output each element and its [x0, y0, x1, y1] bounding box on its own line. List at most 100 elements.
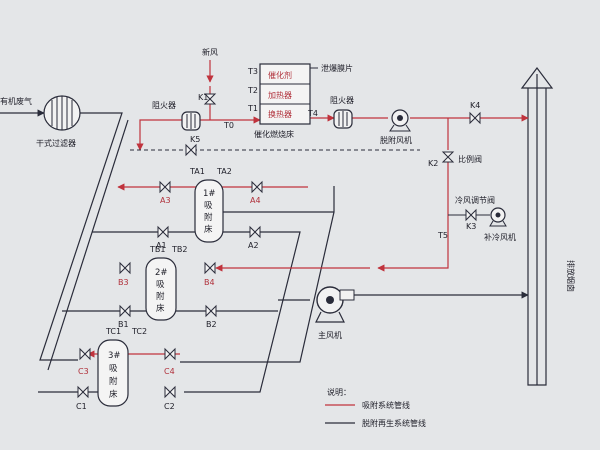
tag-c3: C3	[78, 367, 89, 376]
svg-text:吸: 吸	[109, 364, 118, 374]
label-flame-arrester-left: 阻火器	[152, 101, 176, 110]
tag-k5: K5	[190, 135, 200, 144]
label-stack: 排放烟囱	[566, 260, 576, 292]
valve-c2[interactable]	[164, 385, 176, 399]
tag-ta2: TA2	[216, 167, 232, 176]
label-heater: 加热器	[268, 90, 292, 100]
adsorption-pipes	[0, 67, 554, 424]
valve-k1[interactable]	[203, 93, 217, 105]
tag-a1: A1	[156, 241, 167, 250]
valve-a3[interactable]	[159, 180, 171, 194]
svg-text:3#: 3#	[108, 351, 121, 361]
tag-ta1: TA1	[189, 167, 205, 176]
tag-c4: C4	[164, 367, 175, 376]
svg-text:床: 床	[109, 389, 118, 400]
flame-arrester-right	[333, 109, 353, 129]
pipe-outer-right	[180, 186, 335, 363]
svg-text:吸: 吸	[156, 280, 165, 290]
tag-t5: T5	[437, 231, 448, 240]
main-fan	[315, 286, 355, 323]
svg-text:床: 床	[204, 224, 213, 235]
label-explosion-vent: 泄爆膜片	[321, 63, 353, 73]
valve-a2[interactable]	[249, 225, 261, 239]
tag-b2: B2	[206, 320, 217, 329]
bed-2-text: 2# 吸 附 床	[155, 268, 168, 314]
valve-k3[interactable]	[465, 208, 477, 222]
desorption-fan	[389, 109, 411, 132]
label-desorption-fan: 脱附风机	[380, 135, 412, 145]
tag-c2: C2	[164, 402, 175, 411]
adsorption-bed-1	[194, 179, 224, 243]
valve-b4[interactable]	[204, 261, 216, 275]
valve-c4[interactable]	[164, 347, 176, 361]
bed-1-text: 1# 吸 附 床	[203, 189, 216, 235]
svg-text:附: 附	[156, 291, 165, 302]
tag-k1: K1	[198, 93, 208, 102]
pipe-t5	[377, 160, 449, 272]
svg-text:2#: 2#	[155, 268, 168, 278]
tag-t1: T1	[247, 104, 258, 113]
valve-a4[interactable]	[251, 180, 263, 194]
tag-b3: B3	[118, 278, 129, 287]
flame-arrester-left	[181, 111, 201, 131]
label-dry-filter: 干式过滤器	[36, 138, 76, 148]
valve-k2[interactable]	[441, 151, 455, 163]
svg-text:床: 床	[156, 303, 165, 314]
adsorption-bed-2	[145, 257, 177, 321]
legend-title: 说明：	[327, 387, 351, 397]
svg-text:附: 附	[109, 376, 118, 387]
supplement-fan	[489, 207, 507, 227]
valve-b1[interactable]	[119, 304, 131, 318]
tag-a3: A3	[160, 196, 171, 205]
tag-t0: T0	[223, 121, 234, 130]
tag-t3: T3	[247, 67, 258, 76]
tag-tb2: TB2	[171, 245, 187, 254]
label-catalyst: 催化剂	[268, 70, 292, 80]
valve-c1[interactable]	[77, 385, 89, 399]
label-proportional-valve: 比例阀	[458, 154, 482, 164]
tag-c1: C1	[76, 402, 87, 411]
label-catalytic-bed: 催化燃烧床	[254, 129, 294, 139]
svg-text:1#: 1#	[203, 189, 216, 199]
label-flame-arrester-right: 阻火器	[330, 96, 354, 105]
label-organic-waste-gas: 有机废气	[0, 96, 32, 106]
label-fresh-air: 新风	[202, 47, 218, 57]
valve-k4[interactable]	[469, 111, 481, 125]
legend-desorption: 脱附再生系统管线	[362, 418, 426, 428]
valve-a1[interactable]	[157, 225, 169, 239]
tag-a2: A2	[248, 241, 259, 250]
tag-tc1: TC1	[105, 327, 121, 336]
tag-k3: K3	[466, 222, 476, 231]
svg-text:吸: 吸	[204, 201, 213, 211]
valve-b3[interactable]	[119, 261, 131, 275]
tag-t4: T4	[307, 109, 318, 118]
valve-c3[interactable]	[79, 347, 91, 361]
tag-tb1: TB1	[149, 245, 165, 254]
adsorption-bed-3	[97, 339, 129, 407]
pipe-top-left	[136, 119, 182, 151]
tag-k4: K4	[470, 101, 480, 110]
catalytic-bed	[259, 63, 318, 125]
label-heat-exchanger: 换热器	[268, 109, 292, 119]
tag-t2: T2	[247, 86, 258, 95]
valve-k5[interactable]	[185, 143, 197, 157]
tag-a4: A4	[250, 196, 261, 205]
valves	[77, 93, 481, 399]
svg-text:附: 附	[204, 212, 213, 223]
legend-adsorption: 吸附系统管线	[362, 400, 410, 410]
bed-3-text: 3# 吸 附 床	[108, 351, 121, 400]
valve-b2[interactable]	[205, 304, 217, 318]
pipe-filter-out	[39, 112, 123, 361]
pipe-outlet-collector	[184, 231, 301, 393]
tag-tc2: TC2	[131, 327, 147, 336]
label-supplement-fan: 补冷风机	[484, 232, 516, 242]
tag-k2: K2	[428, 159, 438, 168]
tag-b1: B1	[118, 320, 129, 329]
label-main-fan: 主风机	[318, 330, 342, 340]
tag-b4: B4	[204, 278, 215, 287]
pipe-diag-outer	[47, 119, 129, 371]
label-cooling-valve: 冷风调节阀	[455, 195, 495, 205]
dry-filter	[43, 95, 81, 131]
